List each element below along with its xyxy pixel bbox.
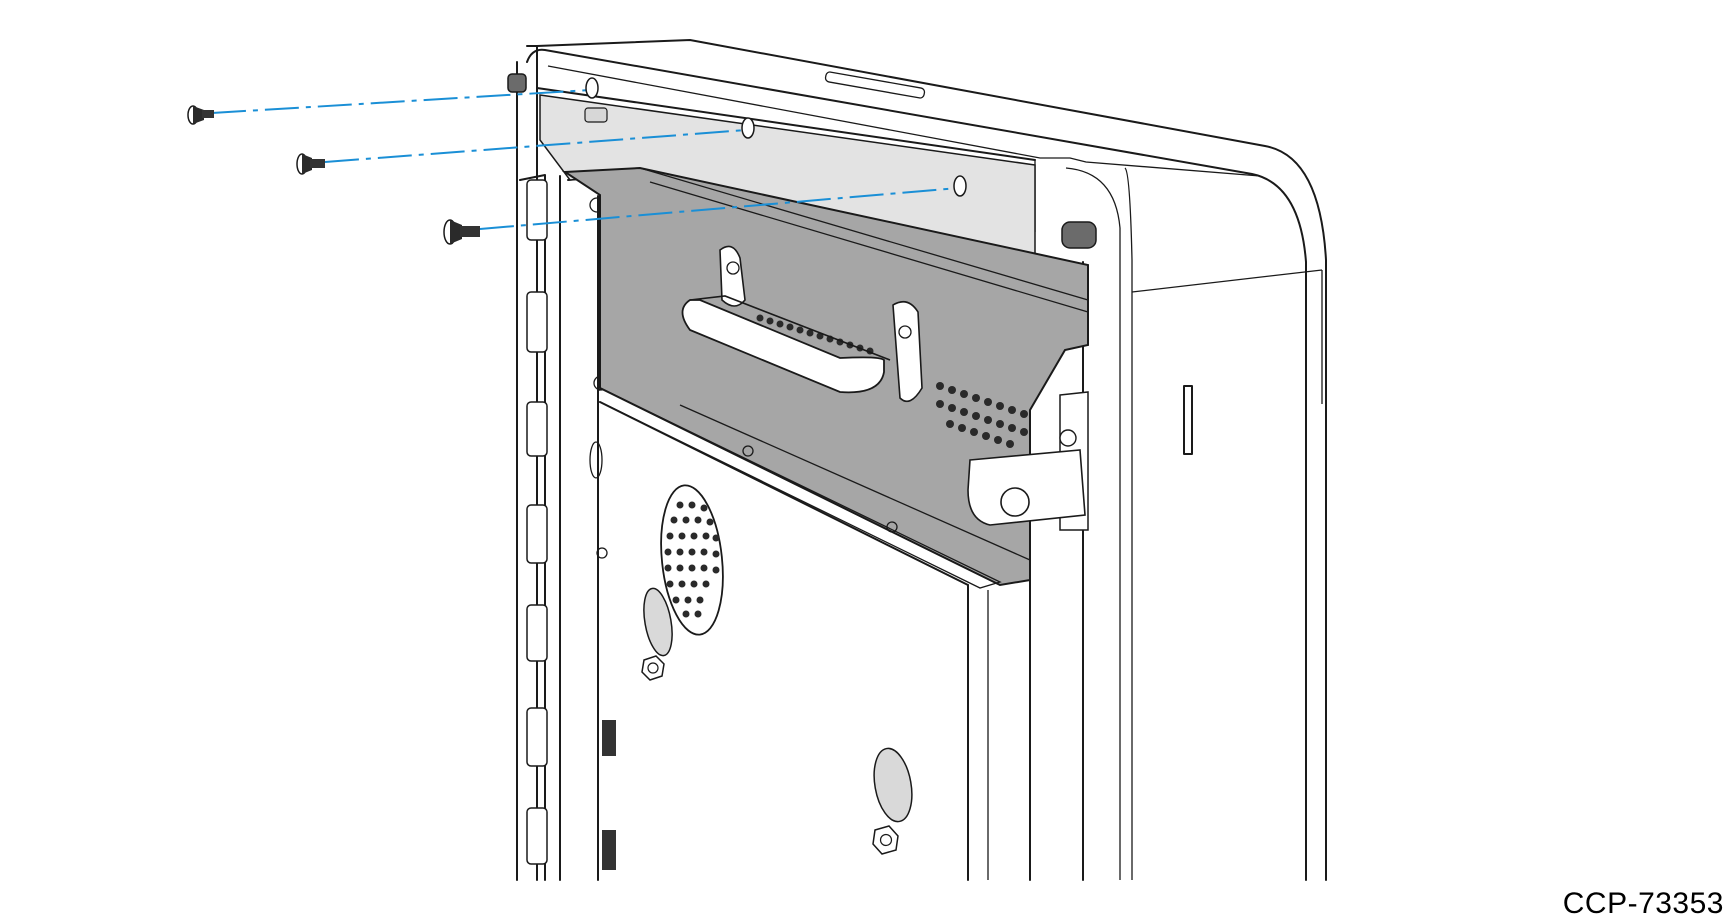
speaker-grille-icon bbox=[660, 484, 724, 636]
enclosure bbox=[507, 39, 1327, 881]
screw-holes bbox=[585, 77, 967, 197]
hinge-rail bbox=[519, 174, 651, 881]
hex-nut-icon bbox=[641, 655, 665, 681]
guide-lines bbox=[211, 89, 959, 230]
handle-icon bbox=[681, 245, 923, 403]
hinge-icon bbox=[526, 179, 548, 865]
vent-holes bbox=[756, 314, 1028, 448]
lower-panel bbox=[599, 401, 969, 855]
screw-icon bbox=[187, 105, 214, 125]
screw-icon bbox=[296, 153, 325, 175]
screw-icon bbox=[443, 219, 480, 245]
figure-id-label: CCP-73353 bbox=[1562, 887, 1724, 920]
bracket-icon bbox=[967, 391, 1089, 531]
handle-plate bbox=[561, 166, 1089, 589]
hex-nut-icon bbox=[872, 825, 899, 855]
